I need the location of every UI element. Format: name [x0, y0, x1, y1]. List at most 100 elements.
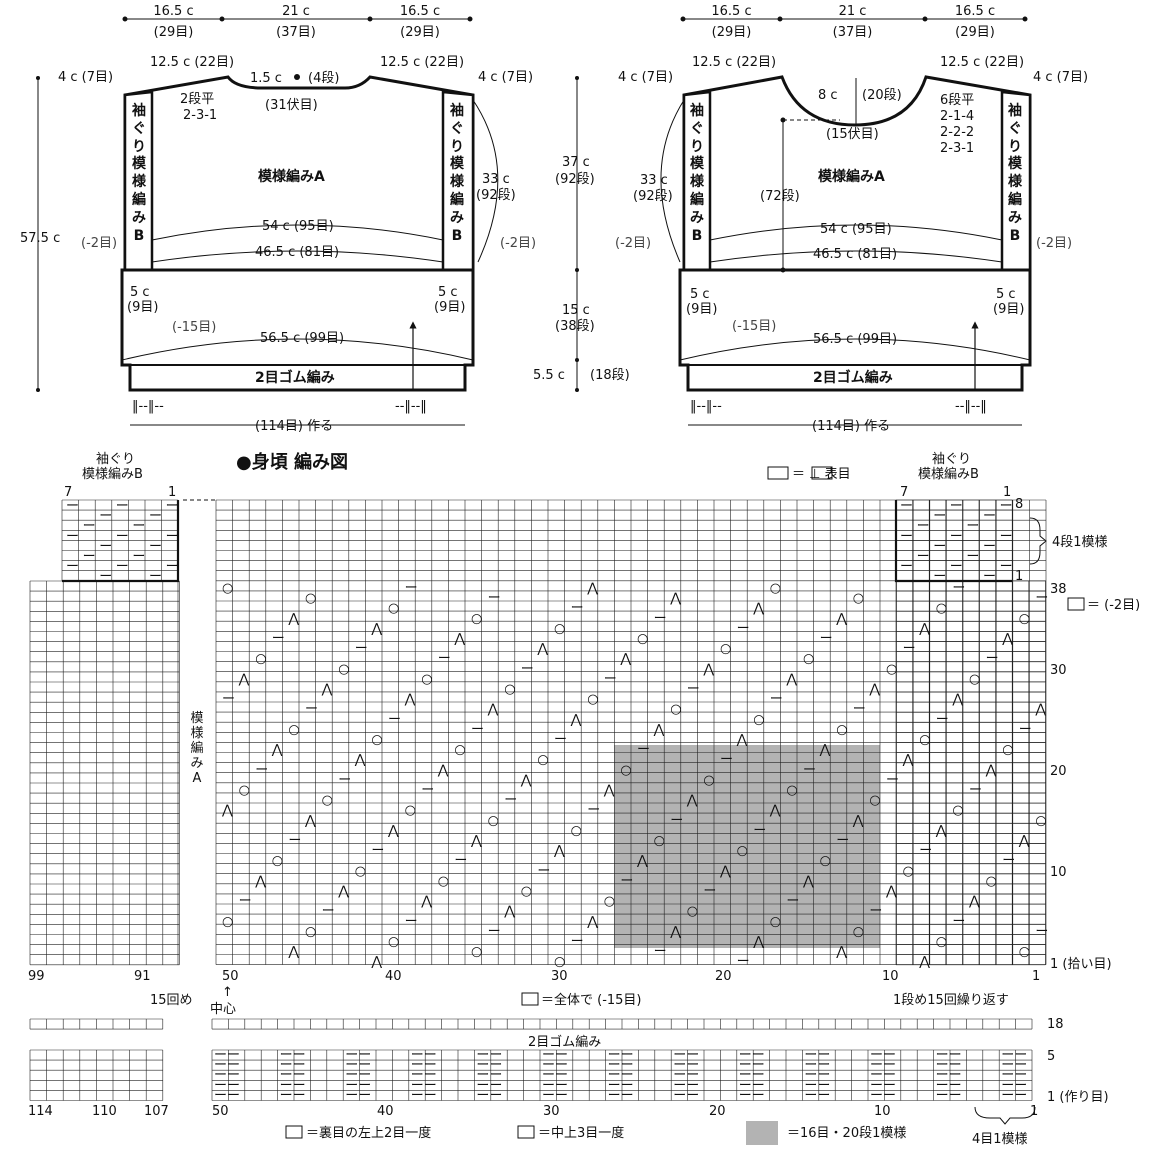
svg-text:ーー: ーー: [739, 1088, 765, 1103]
svg-text:ーー: ーー: [280, 1088, 306, 1103]
svg-text:○: ○: [305, 924, 316, 939]
svg-text:ー: ー: [272, 632, 285, 647]
svg-text:○: ○: [836, 722, 847, 737]
svg-text:模: 模: [450, 155, 465, 172]
svg-text:ー: ー: [654, 611, 667, 626]
svg-text:ー: ー: [687, 682, 700, 697]
svg-text:ー: ー: [149, 570, 162, 585]
svg-text:50: 50: [212, 1104, 229, 1119]
svg-text:ーー: ーー: [673, 1068, 699, 1083]
svg-text:ー: ー: [753, 823, 766, 838]
front-armhole: 33 c: [640, 173, 668, 188]
svg-text:ー: ー: [421, 783, 434, 798]
repeat15: 1段め15回繰り返す: [893, 993, 1009, 1008]
svg-text:○: ○: [537, 753, 548, 768]
svg-text:⋀: ⋀: [238, 672, 250, 687]
svg-text:○: ○: [554, 621, 565, 636]
svg-text:ー: ー: [554, 733, 567, 748]
svg-text:ー: ー: [966, 550, 979, 565]
svg-text:ー: ー: [670, 813, 683, 828]
svg-text:ーー: ーー: [870, 1048, 896, 1063]
svg-text:⋀: ⋀: [752, 935, 764, 950]
svg-text:○: ○: [919, 733, 930, 748]
svg-text:20: 20: [715, 969, 732, 984]
svg-text:⋀: ⋀: [835, 611, 847, 626]
svg-text:ー: ー: [950, 529, 963, 544]
svg-text:ーー: ーー: [542, 1068, 568, 1083]
back-dec-left: (-2目): [81, 236, 117, 251]
svg-text:ーー: ーー: [608, 1078, 634, 1093]
svg-text:⋀: ⋀: [935, 823, 947, 838]
svg-text:40: 40: [385, 969, 402, 984]
svg-text:A: A: [193, 771, 202, 786]
top-dim-center: 21 c: [282, 4, 310, 19]
svg-text:ーー: ーー: [214, 1058, 240, 1073]
svg-text:ー: ー: [770, 692, 783, 707]
svg-text:⋀: ⋀: [586, 581, 598, 596]
svg-text:ーー: ーー: [214, 1078, 240, 1093]
front-side-5-right: 5 c: [996, 287, 1016, 302]
svg-text:⋀: ⋀: [852, 813, 864, 828]
back-neck-depth: 1.5 c: [250, 71, 282, 86]
svg-text:編: 編: [690, 191, 704, 208]
svg-text:○: ○: [853, 591, 864, 606]
svg-text:ー: ー: [222, 692, 235, 707]
svg-text:⋀: ⋀: [370, 621, 382, 636]
svg-text:ーー: ーー: [673, 1058, 699, 1073]
svg-text:ー: ー: [99, 539, 112, 554]
svg-text:み: み: [190, 756, 203, 771]
legend-knit: ＝ ⊥ 表目: [792, 467, 851, 482]
front-neck-flat: 6段平: [940, 93, 974, 108]
svg-text:⋀: ⋀: [487, 702, 499, 717]
top-dim-side-st: (29目): [154, 25, 194, 40]
svg-text:ーー: ーー: [1001, 1058, 1027, 1073]
svg-text:袖: 袖: [450, 102, 464, 119]
back-shoulder-right: 12.5 c (22目): [380, 55, 464, 70]
top-dim-side-st: (29目): [712, 25, 752, 40]
svg-text:○: ○: [703, 773, 714, 788]
svg-text:ー: ー: [969, 783, 982, 798]
svg-text:り: り: [690, 139, 704, 155]
svg-text:ぐ: ぐ: [450, 121, 464, 137]
svg-text:○: ○: [488, 813, 499, 828]
svg-text:○: ○: [521, 884, 532, 899]
svg-text:⋀: ⋀: [702, 662, 714, 677]
svg-text:⋀: ⋀: [1034, 702, 1046, 717]
svg-text:ー: ー: [116, 529, 129, 544]
svg-text:10: 10: [874, 1104, 891, 1119]
svg-text:ーー: ーー: [345, 1058, 371, 1073]
svg-text:ー: ー: [587, 803, 600, 818]
svg-text:ー: ー: [488, 591, 501, 606]
svg-text:‖‐‐‖‐‐: ‖‐‐‖‐‐: [132, 399, 164, 414]
legend-4: 4目1模様: [972, 1132, 1028, 1147]
svg-text:ーー: ーー: [411, 1058, 437, 1073]
mid-h3: 5.5 c: [533, 368, 565, 383]
svg-text:ー: ー: [786, 894, 799, 909]
front-rows72: (72段): [760, 189, 800, 204]
svg-text:ー: ー: [99, 570, 112, 585]
svg-text:⋀: ⋀: [404, 692, 416, 707]
back-arm-left: 4 c (7目): [58, 70, 113, 85]
back-width-56: 56.5 c (99目): [260, 331, 344, 346]
svg-text:ー: ー: [405, 581, 418, 596]
svg-text:ぐ: ぐ: [1008, 121, 1022, 137]
svg-text:○: ○: [587, 692, 598, 707]
front-rib: 2目ゴム編み: [813, 369, 893, 386]
svg-text:模: 模: [190, 711, 203, 726]
svg-text:⋀: ⋀: [835, 945, 847, 960]
front-neck-dec2: 2-2-2: [940, 125, 974, 140]
svg-text:ー: ー: [983, 570, 996, 585]
front-width-56: 56.5 c (99目): [813, 332, 897, 347]
dec2-note: ＝ (-2目): [1087, 598, 1140, 613]
svg-text:み: み: [450, 210, 464, 226]
svg-text:⋀: ⋀: [719, 864, 731, 879]
chart-section: ●身頃 編み図 ＝ ⊥ 表目 袖ぐり 模様編みB 袖ぐり 模様編みB 7 1 7…: [28, 451, 1140, 1147]
svg-text:○: ○: [305, 591, 316, 606]
svg-text:⋀: ⋀: [686, 793, 698, 808]
svg-text:ーー: ーー: [542, 1088, 568, 1103]
svg-text:⋀: ⋀: [951, 692, 963, 707]
b-col1-left: 1: [168, 485, 176, 500]
svg-text:○: ○: [272, 854, 283, 869]
svg-text:○: ○: [720, 642, 731, 657]
svg-text:ー: ー: [952, 581, 965, 596]
